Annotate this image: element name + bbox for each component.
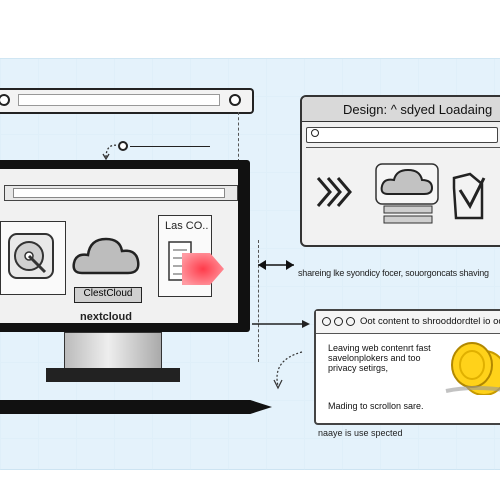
hard-disk-icon xyxy=(8,233,54,279)
content-panel: Oot content to shrooddordtel io oodn Lea… xyxy=(314,309,500,425)
coins-icon xyxy=(445,342,500,395)
window-title: Design: ^ sdyed Loadaing xyxy=(343,102,493,117)
top-bar-right-dot-icon xyxy=(229,94,241,106)
monitor-screen: ClestCloud Las CO.. nextcloud xyxy=(0,169,238,323)
panel-header: Oot content to shrooddordtel io oodn xyxy=(316,311,500,334)
window-titlebar: Design: ^ sdyed Loadaing xyxy=(302,97,500,122)
arrow-caption: shareing lke syondicy focer, souorgoncat… xyxy=(298,268,489,278)
curved-dashed-arrow-icon xyxy=(273,351,303,390)
desktop-monitor: ClestCloud Las CO.. nextcloud xyxy=(0,160,250,332)
panel-dot-icon xyxy=(346,317,355,326)
arrow-to-panel-icon xyxy=(252,320,310,328)
connector-dashed-line xyxy=(238,112,239,162)
panel-footnote: naaye is use spected xyxy=(318,428,403,438)
shield-check-icon xyxy=(452,172,486,220)
connector-dashed-line xyxy=(258,240,259,362)
panel-body-text: Leaving web contenrt fast savelonplokers… xyxy=(328,343,431,373)
top-address-bar[interactable] xyxy=(0,88,254,114)
cloud-card[interactable]: ClestCloud xyxy=(72,223,144,309)
browser-window: Design: ^ sdyed Loadaing xyxy=(300,95,500,247)
chevrons-right-icon xyxy=(316,177,352,207)
browser-url-field[interactable] xyxy=(13,188,225,198)
browser-url-bar[interactable] xyxy=(4,185,238,201)
double-arrow-icon xyxy=(258,260,294,270)
window-address-bar[interactable] xyxy=(306,127,498,143)
cloud-upload-icon xyxy=(375,163,439,224)
panel-dot-icon xyxy=(322,317,331,326)
storage-card[interactable] xyxy=(0,221,66,295)
panel-header-text: Oot content to shrooddordtel io oodn xyxy=(360,316,500,327)
curved-arrow-icon xyxy=(102,144,121,161)
desk-surface xyxy=(0,400,272,414)
panel-dot-icon xyxy=(334,317,343,326)
window-address-dot-icon xyxy=(311,129,319,137)
monitor-stand xyxy=(64,332,162,370)
connector-line xyxy=(130,146,210,147)
document-card-title: Las CO.. xyxy=(165,220,209,232)
window-body xyxy=(306,147,500,240)
top-bar-left-dot-icon xyxy=(0,94,10,106)
cloud-icon xyxy=(72,237,140,275)
panel-footer-text: Mading to scrollon sare. xyxy=(328,401,424,411)
nextcloud-label: nextcloud xyxy=(80,311,132,323)
monitor-base xyxy=(46,368,180,382)
red-play-arrow-icon xyxy=(182,253,224,285)
window-icons-row xyxy=(316,163,486,224)
cloud-card-label: ClestCloud xyxy=(74,287,142,303)
top-address-field[interactable] xyxy=(18,94,220,106)
